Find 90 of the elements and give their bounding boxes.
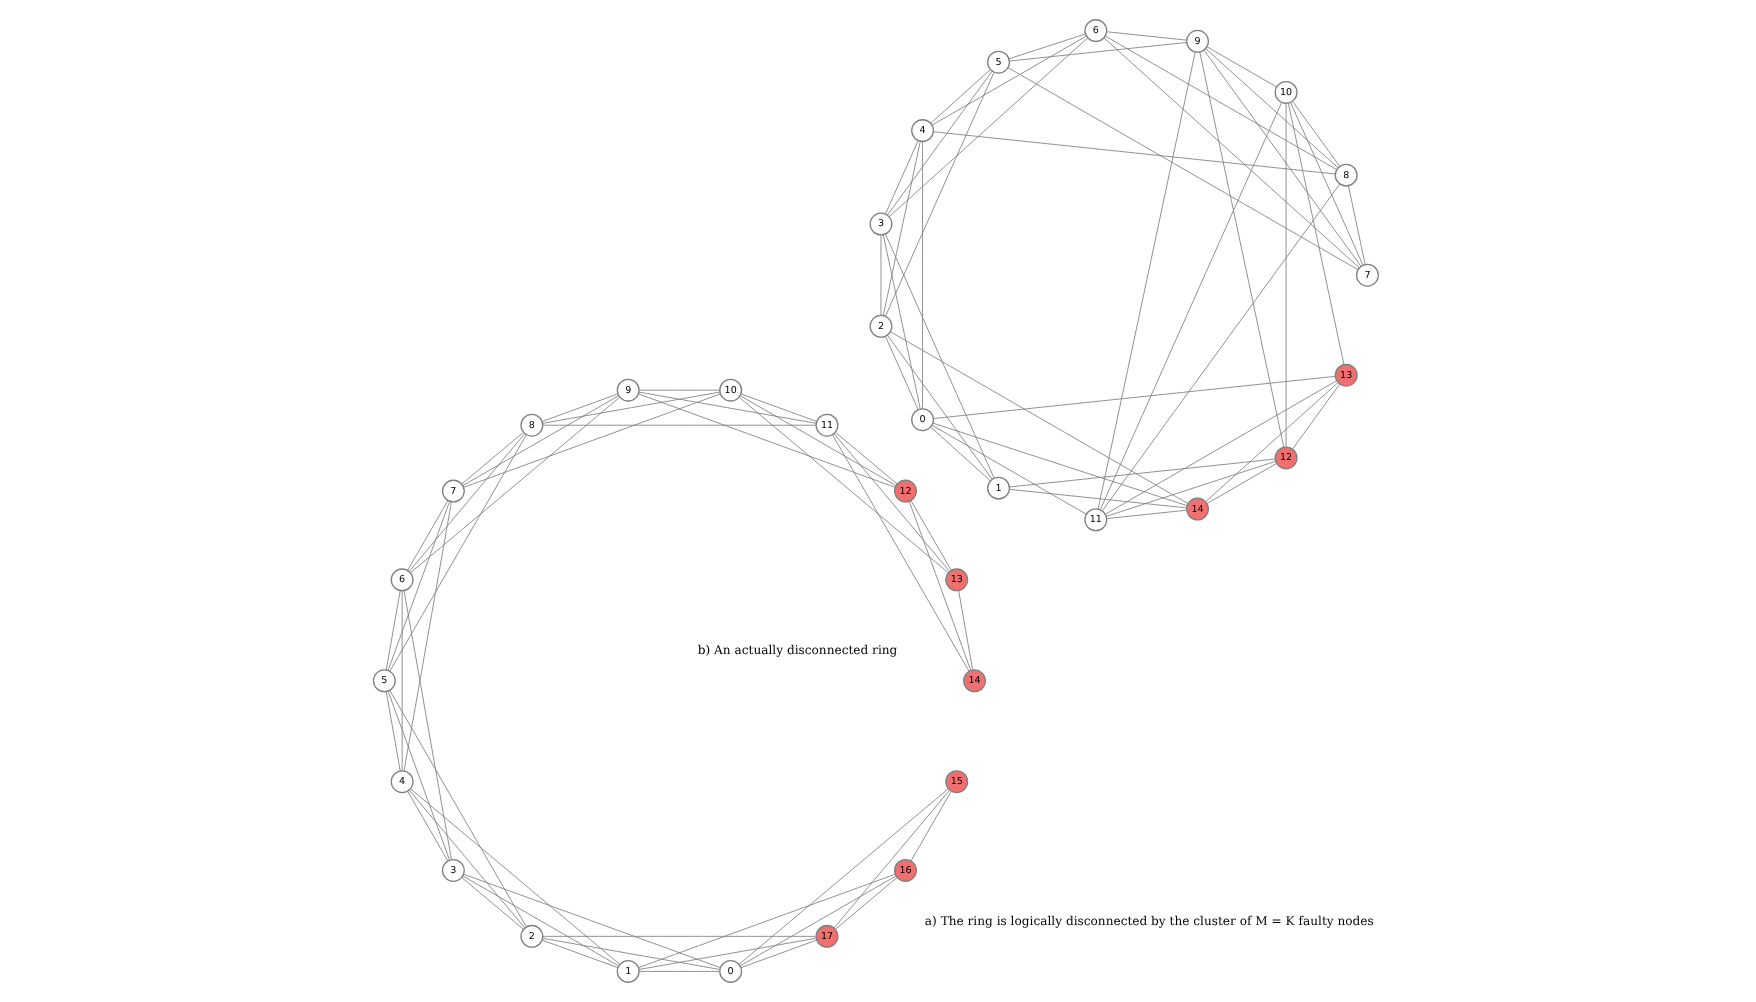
connector <box>1009 458 1276 488</box>
connector <box>461 877 524 930</box>
connector <box>1206 462 1278 505</box>
connector <box>833 433 951 572</box>
connector <box>1008 33 1086 60</box>
connector <box>1203 49 1362 267</box>
connector <box>931 35 1087 126</box>
connector <box>385 590 401 671</box>
connector <box>738 396 949 574</box>
connector <box>880 234 882 316</box>
connector <box>1007 67 1359 271</box>
connector <box>410 396 621 574</box>
connector <box>1104 380 1338 515</box>
connector <box>1206 46 1278 88</box>
connector <box>910 790 952 862</box>
connector <box>541 393 619 422</box>
connector <box>1106 509 1188 520</box>
connector <box>739 395 897 487</box>
connector <box>933 131 1336 175</box>
connector <box>389 689 527 928</box>
connector <box>403 590 452 860</box>
connector <box>542 935 817 937</box>
connector <box>1106 31 1188 41</box>
connector <box>401 590 403 771</box>
connector <box>930 426 991 482</box>
connector <box>740 393 818 422</box>
connector <box>387 690 450 861</box>
connector <box>1104 35 1338 171</box>
connector <box>638 937 817 970</box>
connector <box>1103 37 1360 269</box>
connector <box>407 790 449 862</box>
connector <box>885 140 919 215</box>
connector <box>463 873 721 968</box>
connector <box>884 335 919 411</box>
connector <box>833 789 950 929</box>
connector <box>542 937 721 970</box>
connector <box>408 789 526 929</box>
connector <box>887 70 993 216</box>
connector <box>834 877 898 930</box>
connector <box>1290 102 1364 266</box>
connector <box>1292 100 1341 167</box>
connector <box>910 500 952 571</box>
connector <box>462 395 620 486</box>
connector <box>1097 51 1196 510</box>
connector <box>638 389 721 391</box>
connector <box>542 391 721 424</box>
connector <box>930 69 991 124</box>
connector <box>408 433 526 572</box>
connector <box>638 970 721 972</box>
connector <box>389 434 527 672</box>
connector <box>887 334 993 480</box>
connector <box>933 375 1336 419</box>
connector <box>407 500 449 571</box>
connector <box>403 501 452 772</box>
connector <box>958 590 974 671</box>
connector <box>387 500 451 671</box>
connector <box>542 424 817 426</box>
connector <box>1099 102 1282 510</box>
connector <box>1292 383 1341 450</box>
connector <box>1009 42 1187 62</box>
connector <box>1348 185 1366 265</box>
connector <box>834 431 898 485</box>
connector <box>385 691 401 772</box>
connector <box>461 431 524 485</box>
connector <box>1287 102 1345 365</box>
connector <box>1009 488 1187 509</box>
connector <box>638 391 817 424</box>
connector <box>541 939 619 969</box>
connector <box>1285 102 1287 448</box>
connector <box>740 939 818 969</box>
connector <box>885 71 995 317</box>
connector <box>738 788 949 965</box>
connector <box>739 875 897 967</box>
connector <box>922 141 923 410</box>
connector <box>1101 183 1341 512</box>
connector <box>638 393 896 488</box>
connector <box>888 37 1089 218</box>
connector <box>1199 51 1285 448</box>
connector <box>882 140 921 316</box>
connector <box>882 234 921 410</box>
connector <box>410 788 621 965</box>
connector <box>932 422 1188 507</box>
connector <box>1105 460 1277 517</box>
connector <box>463 393 721 488</box>
connector <box>1205 48 1339 169</box>
connector <box>1205 382 1339 502</box>
connector <box>931 424 1087 515</box>
connector <box>885 233 995 479</box>
connector <box>462 875 619 967</box>
connector <box>638 873 896 969</box>
